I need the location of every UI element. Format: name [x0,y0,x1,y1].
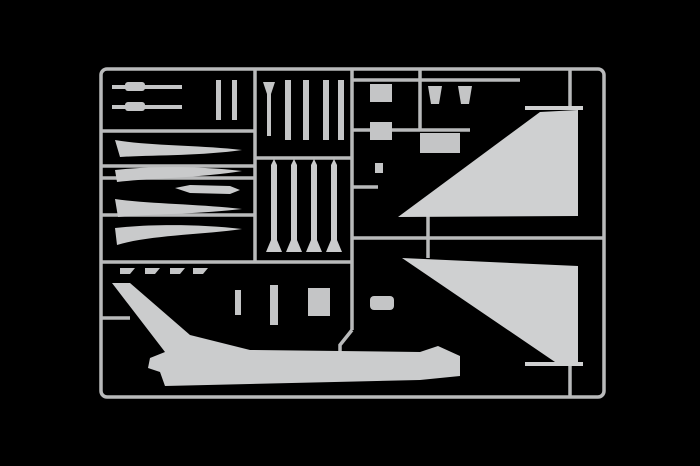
lower-parts [120,268,394,325]
fuselage-half [112,283,460,386]
drop-tanks [115,140,242,245]
small-parts [112,80,472,173]
missiles [266,159,342,252]
wings [398,106,583,366]
